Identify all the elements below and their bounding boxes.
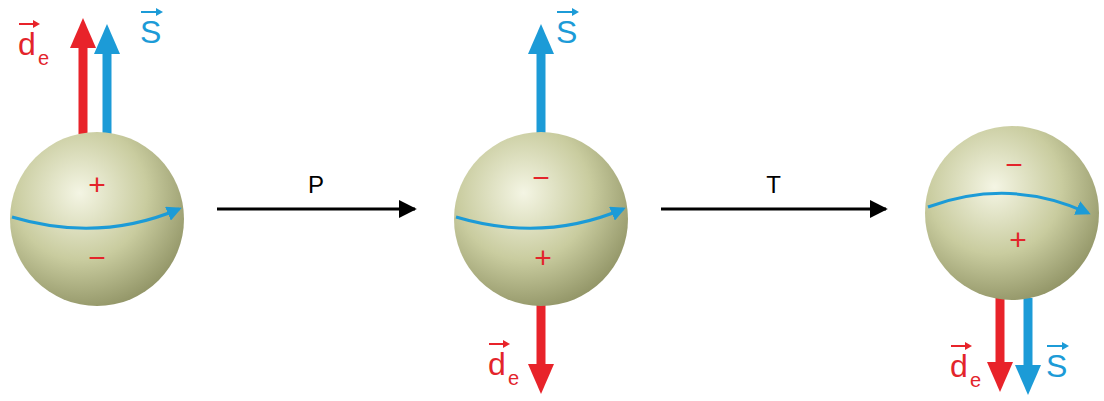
charged-sphere: −+	[453, 131, 629, 307]
charge-sign: −	[1005, 150, 1023, 180]
vector-symbol: S	[140, 16, 161, 48]
charge-sign: +	[88, 170, 106, 200]
dipole-vector	[987, 298, 1013, 392]
spin-rotation	[12, 209, 179, 228]
dipole-vector	[70, 18, 96, 134]
spin-rotation	[456, 209, 623, 228]
vector-symbol: d	[950, 350, 968, 382]
charge-sign: −	[88, 243, 106, 273]
vector-symbol: S	[1046, 350, 1067, 382]
charged-sphere: −+	[924, 125, 1100, 301]
sphere-body	[925, 126, 1099, 300]
transformation-arrow	[661, 208, 886, 211]
spin-vector	[528, 24, 554, 134]
vector-subscript: e	[508, 368, 519, 388]
spin-vector	[94, 24, 120, 134]
spin-vector	[1015, 298, 1041, 395]
charge-sign: +	[534, 243, 552, 273]
spin-rotation	[928, 193, 1088, 213]
sphere-body	[454, 132, 628, 306]
dipole-vector	[528, 304, 554, 394]
vector-symbol: d	[488, 348, 506, 380]
vector-symbol: d	[18, 28, 36, 60]
charged-sphere: +−	[9, 131, 185, 307]
vector-subscript: e	[970, 370, 981, 390]
sphere-shape	[9, 131, 185, 307]
vector-symbol: S	[556, 16, 577, 48]
operation-label: P	[306, 173, 326, 197]
charge-sign: −	[532, 163, 550, 193]
sphere-body	[10, 132, 184, 306]
vector-overarrow	[951, 342, 1069, 350]
vector-subscript: e	[38, 48, 49, 68]
operation-label: T	[764, 173, 783, 197]
transformation-arrow	[217, 208, 415, 211]
sphere-shape	[453, 131, 629, 307]
charge-sign: +	[1009, 225, 1027, 255]
